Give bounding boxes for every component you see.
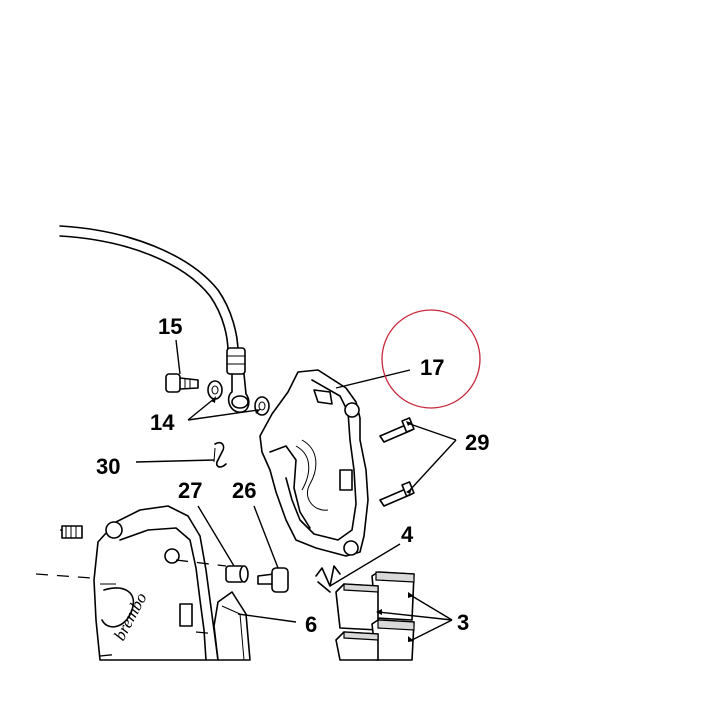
sealing-washers bbox=[207, 380, 270, 416]
bleed-screw bbox=[257, 567, 289, 593]
callout-6: 6 bbox=[305, 612, 317, 637]
callout-17: 17 bbox=[420, 355, 444, 380]
callout-15: 15 bbox=[158, 314, 182, 339]
callout-29: 29 bbox=[465, 430, 489, 455]
highlight-circle bbox=[381, 309, 481, 409]
heat-shield bbox=[213, 591, 251, 661]
brake-pads bbox=[335, 571, 415, 661]
bushing bbox=[225, 565, 249, 583]
leader-lines bbox=[135, 339, 457, 642]
brake-hose bbox=[59, 225, 250, 413]
caliper-half-outer bbox=[259, 369, 369, 557]
caliper-pins bbox=[379, 417, 415, 507]
callout-14: 14 bbox=[150, 410, 175, 435]
banjo-bolt bbox=[165, 373, 199, 393]
pad-spring bbox=[315, 565, 341, 593]
callout-30: 30 bbox=[96, 454, 120, 479]
callout-27: 27 bbox=[178, 478, 202, 503]
callout-26: 26 bbox=[232, 478, 256, 503]
callout-4: 4 bbox=[401, 522, 414, 547]
callout-3: 3 bbox=[457, 610, 469, 635]
retaining-clip bbox=[213, 441, 227, 468]
caliper-half-inner: brembo bbox=[93, 505, 219, 661]
